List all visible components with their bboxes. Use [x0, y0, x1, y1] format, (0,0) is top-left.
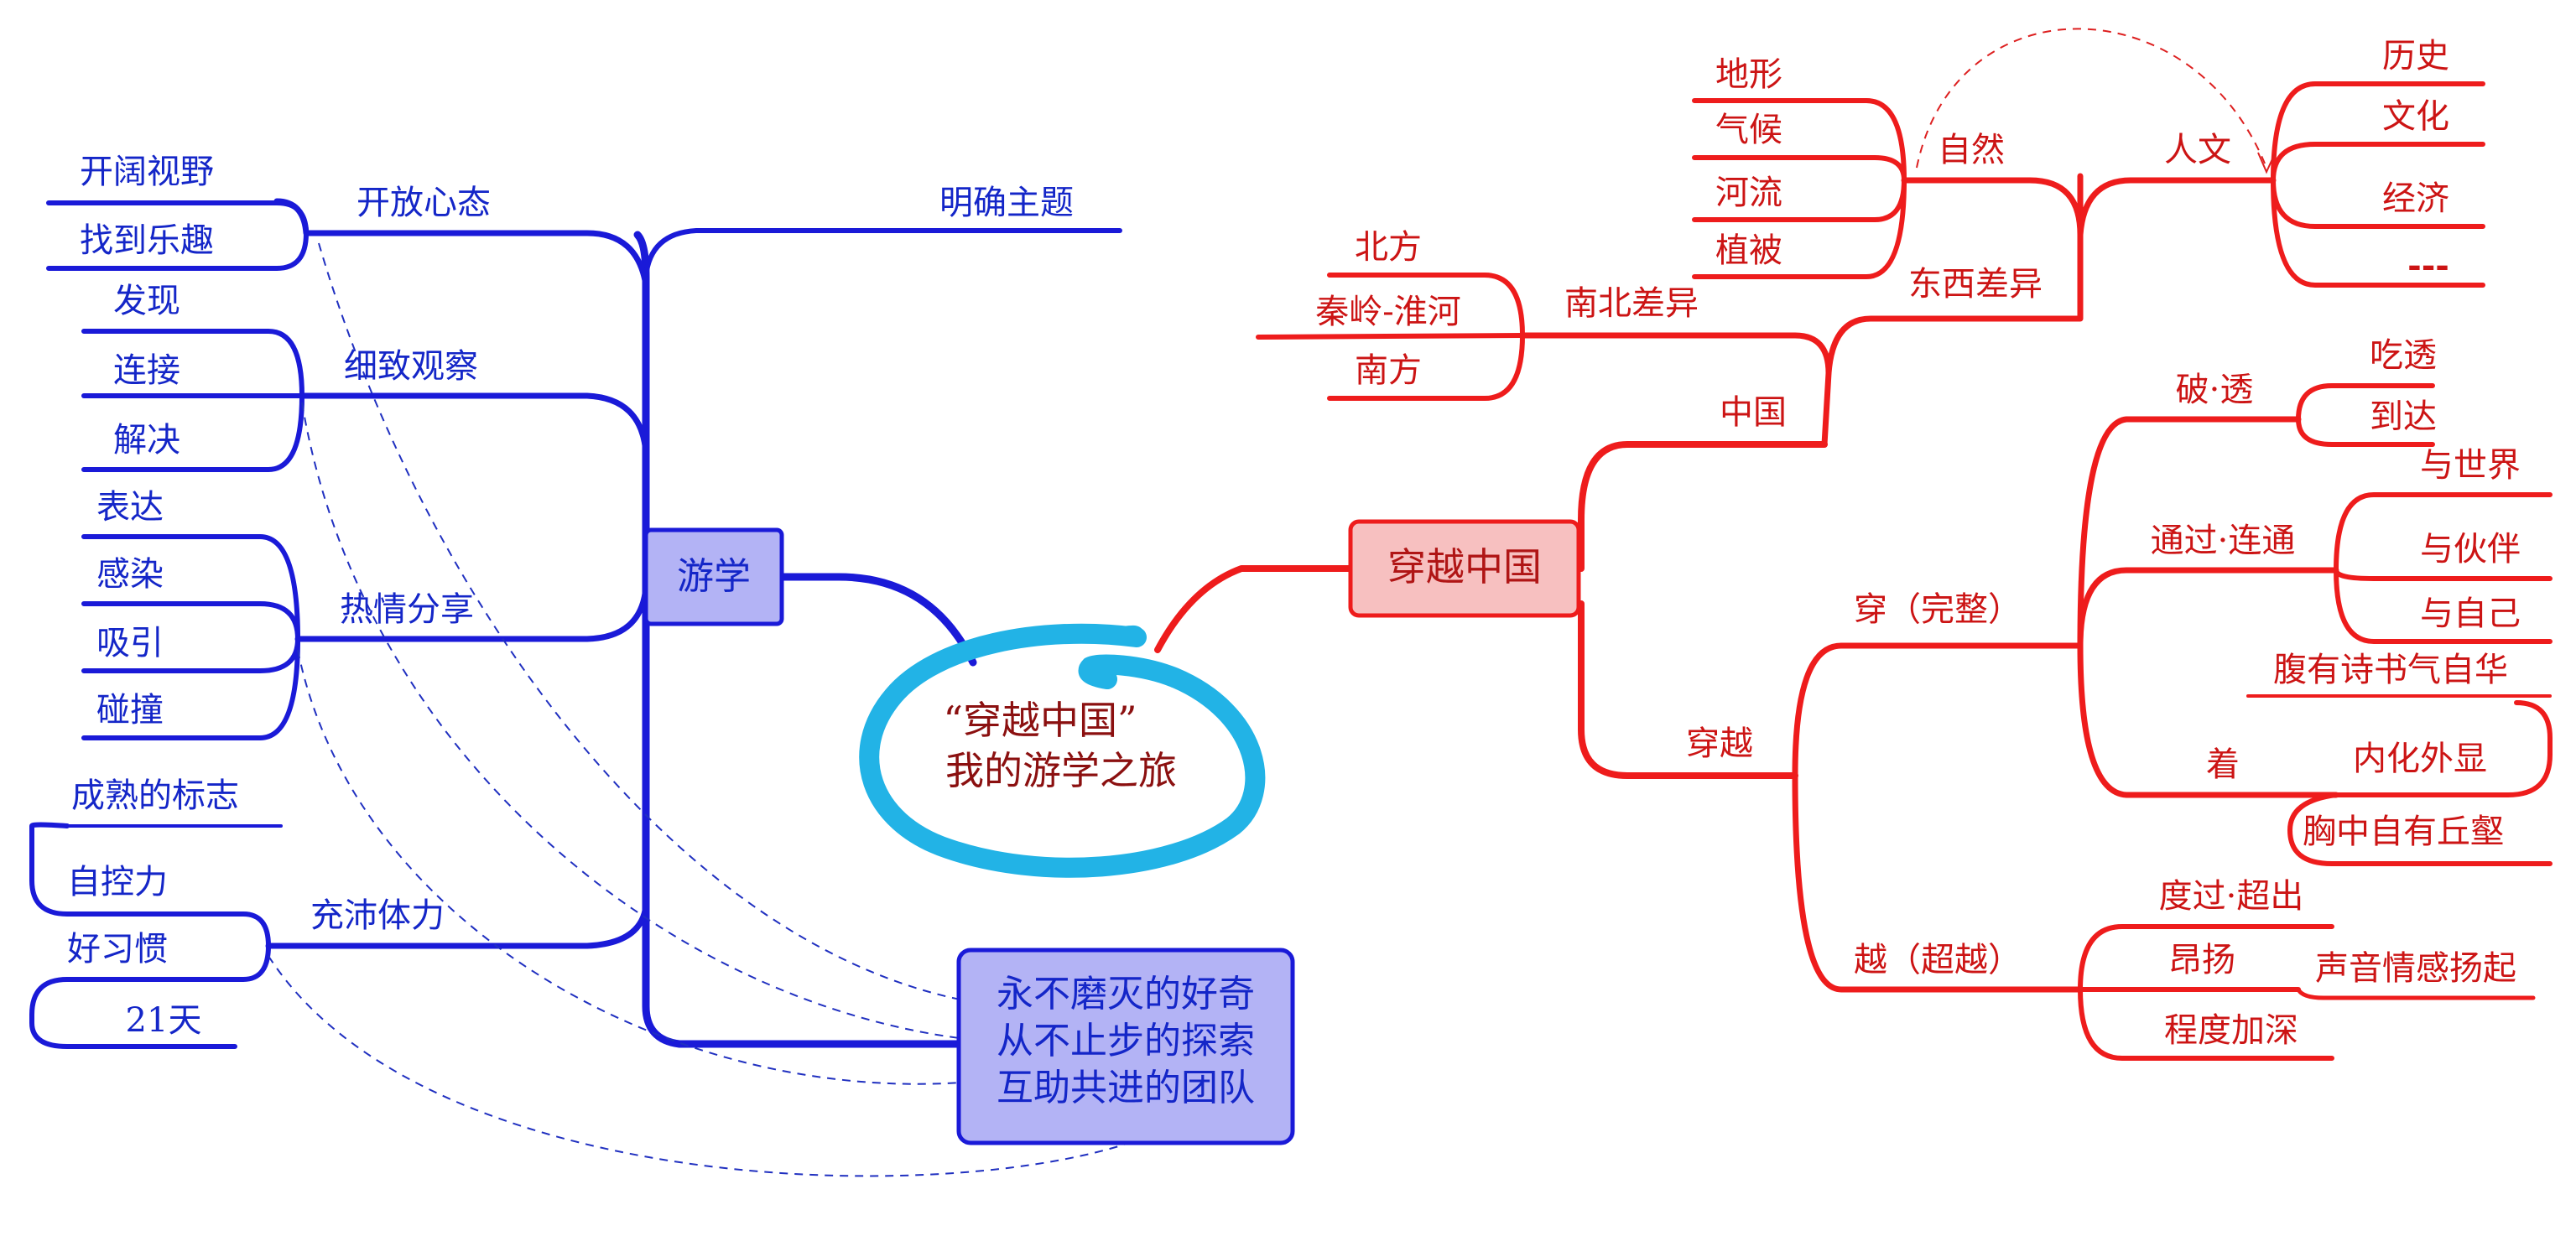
summary-line-2: 从不止步的探索 [997, 1020, 1255, 1062]
branch-chuan: 穿（完整） [1854, 590, 2022, 629]
right-root-label: 穿越中国 [1387, 544, 1542, 589]
leaf-with-world: 与世界 [2420, 446, 2521, 485]
left-root-label: 游学 [677, 555, 751, 598]
right-labels: 中国 南北差异 东西差异 自然 人文 地形 气候 河流 植被 历史 文化 经济 … [1315, 37, 2521, 1050]
observe-leaf-lines [81, 329, 304, 472]
branch-zhuo: 着 [2206, 745, 2240, 784]
branch-nature: 自然 [1938, 131, 2005, 169]
branch-share: 热情分享 [340, 590, 474, 629]
red-dashed-arrowhead [2257, 152, 2276, 174]
leaf-infect: 感染 [96, 555, 164, 594]
summary-box: 永不磨灭的好奇 从不止步的探索 互助共进的团队 [956, 948, 1295, 1145]
leaf-history: 历史 [2382, 37, 2449, 75]
leaf-connect: 连接 [113, 351, 180, 390]
leaf-maturity: 成熟的标志 [71, 776, 239, 815]
leaf-vegetation: 植被 [1715, 231, 1782, 270]
branch-yue: 越（超越） [1854, 941, 2022, 979]
leaf-attract: 吸引 [96, 624, 164, 662]
left-labels: 开放心态 明确主题 细致观察 热情分享 充沛体力 开阔视野 找到乐趣 发现 连接… [67, 153, 1074, 1040]
right-branch-lines [1154, 81, 2553, 1061]
leaf-grasp: 吃透 [2370, 336, 2437, 375]
right-root-node[interactable]: 穿越中国 [1348, 519, 1581, 618]
left-root-node[interactable]: 游学 [643, 527, 784, 626]
leaf-solve: 解决 [113, 421, 180, 460]
branch-tongguo: 通过·连通 [2151, 522, 2296, 560]
leaf-with-partners: 与伙伴 [2420, 530, 2521, 569]
branch-east-west: 东西差异 [1908, 265, 2043, 304]
leaf-vision: 胸中自有丘壑 [2303, 813, 2504, 851]
red-dashed-connector [1916, 28, 2266, 169]
leaf-south: 南方 [1355, 351, 1422, 390]
leaf-deepen: 程度加深 [2164, 1011, 2298, 1050]
branch-china: 中国 [1720, 393, 1787, 432]
leaf-north: 北方 [1355, 228, 1422, 267]
leaf-collide: 碰撞 [96, 691, 164, 730]
center-node: “穿越中国” 我的游学之旅 [859, 623, 1266, 878]
branch-observe: 细致观察 [344, 347, 478, 386]
blue-dashed-connectors [268, 242, 1125, 1177]
leaf-etc: --- [2407, 246, 2449, 285]
leaf-21-days: 21天 [126, 1001, 202, 1040]
branch-north-south: 南北差异 [1564, 284, 1699, 323]
leaf-with-self: 与自己 [2420, 595, 2521, 633]
branch-chuanyue: 穿越 [1686, 724, 1753, 763]
leaf-terrain: 地形 [1715, 55, 1782, 94]
center-title-line2: 我的游学之旅 [945, 748, 1177, 793]
leaf-poetry: 腹有诗书气自华 [2273, 651, 2508, 689]
summary-line-3: 互助共进的团队 [997, 1067, 1255, 1109]
leaf-internalize: 内化外显 [2353, 740, 2487, 778]
leaf-climate: 气候 [1715, 111, 1782, 149]
leaf-uplift: 昂扬 [2168, 941, 2235, 979]
leaf-discover: 发现 [113, 282, 180, 320]
branch-energy: 充沛体力 [310, 896, 445, 935]
energy-leaf-lines [29, 822, 283, 1049]
share-leaf-lines [81, 534, 300, 740]
leaf-voice-emotion: 声音情感扬起 [2315, 949, 2516, 988]
leaf-exceed: 度过·超出 [2159, 877, 2304, 916]
branch-open-mind: 开放心态 [356, 184, 491, 222]
left-branch-lines [265, 198, 1122, 1048]
branch-humanity: 人文 [2164, 131, 2231, 169]
leaf-self-control: 自控力 [67, 863, 168, 901]
open-mind-leaf-lines [46, 200, 309, 271]
leaf-broaden-view: 开阔视野 [80, 153, 214, 191]
center-title-line1: “穿越中国” [943, 698, 1137, 743]
leaf-qinling-huaihe: 秦岭-淮河 [1315, 293, 1461, 331]
summary-line-1: 永不磨灭的好奇 [997, 973, 1255, 1015]
leaf-economy: 经济 [2382, 179, 2449, 218]
leaf-reach: 到达 [2370, 397, 2437, 436]
leaf-good-habit: 好习惯 [67, 930, 168, 969]
leaf-express: 表达 [96, 488, 164, 527]
leaf-find-fun: 找到乐趣 [80, 221, 214, 260]
branch-clear-theme: 明确主题 [939, 184, 1074, 222]
leaf-rivers: 河流 [1715, 174, 1782, 212]
branch-po-tou: 破·透 [2176, 371, 2254, 409]
leaf-culture: 文化 [2382, 97, 2449, 136]
